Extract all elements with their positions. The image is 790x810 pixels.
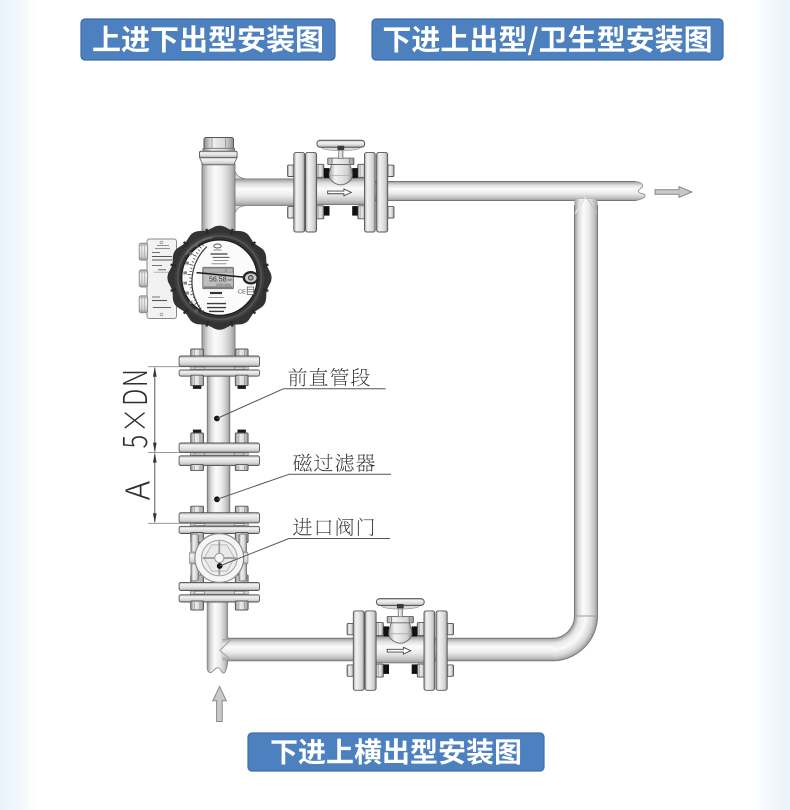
svg-text:56.58: 56.58	[209, 277, 227, 284]
svg-text:CE: CE	[238, 289, 246, 295]
svg-text:0000.00m: 0000.00m	[216, 283, 231, 287]
svg-text:m/h: m/h	[227, 278, 233, 282]
